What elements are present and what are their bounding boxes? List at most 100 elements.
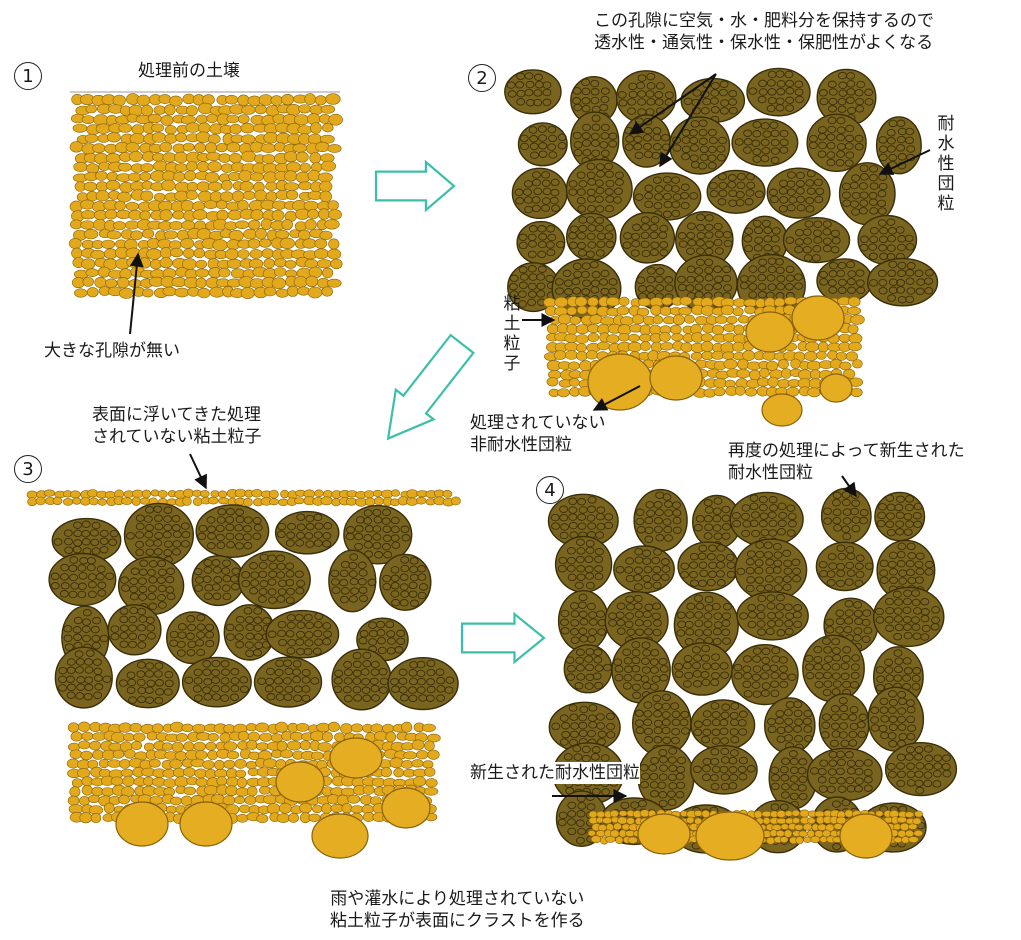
clay-particle	[605, 835, 616, 843]
clay-particle	[183, 488, 194, 498]
clay-particle	[141, 489, 151, 499]
clay-particle	[93, 219, 107, 231]
clay-particle	[80, 750, 93, 761]
clay-particle	[659, 332, 671, 342]
clay-particle	[627, 836, 638, 844]
water-stable-aggregate	[818, 693, 870, 755]
water-stable-aggregate	[379, 553, 432, 611]
clay-particle	[827, 350, 839, 360]
clay-particle	[416, 749, 429, 760]
clay-particle	[314, 238, 328, 249]
clay-particle	[147, 113, 162, 124]
clay-particle	[295, 208, 310, 220]
water-stable-aggregate	[565, 158, 633, 220]
clay-particle	[325, 93, 341, 105]
clay-particle	[307, 169, 321, 182]
clay-particle	[117, 191, 132, 203]
clay-particle	[69, 786, 81, 798]
clay-particle	[119, 759, 131, 769]
clay-particle	[192, 209, 208, 220]
clay-particle	[238, 170, 253, 182]
clay-particle	[275, 288, 290, 298]
clay-particle	[139, 497, 151, 505]
clay-particle	[141, 104, 154, 117]
clay-particle	[186, 190, 198, 201]
clay-particle	[639, 333, 652, 343]
clay-particle	[71, 778, 83, 788]
clay-particle	[269, 498, 279, 506]
aggregate-body	[677, 541, 739, 592]
clay-particle	[207, 496, 219, 505]
clay-particle	[904, 811, 915, 818]
clay-particle	[246, 760, 257, 770]
clay-particle	[234, 795, 245, 805]
clay-particle	[229, 123, 242, 135]
panel-2-label-aggregate: 耐水性団粒	[937, 114, 955, 214]
clay-particle	[723, 323, 736, 332]
clay-particle	[795, 836, 804, 845]
clay-particle	[586, 305, 599, 316]
clay-particle	[575, 324, 590, 335]
clay-particle	[331, 498, 341, 507]
clay-particle	[390, 489, 400, 497]
clay-particle	[81, 784, 93, 796]
clay-particle	[170, 796, 182, 806]
clay-particle	[236, 777, 248, 788]
clay-particle	[374, 730, 388, 741]
clay-particle	[543, 297, 557, 308]
clay-particle	[195, 277, 207, 289]
untreated-aggregate	[745, 311, 795, 353]
clay-particle	[294, 497, 305, 505]
clay-particle	[791, 817, 801, 824]
water-stable-aggregate	[764, 697, 816, 754]
water-stable-aggregate	[115, 658, 180, 709]
clay-particle	[194, 142, 206, 153]
clay-particle	[273, 258, 287, 268]
clay-particle	[913, 829, 923, 837]
clay-particle	[52, 496, 63, 506]
clay-particle	[714, 315, 728, 324]
clay-particle	[89, 740, 101, 751]
clay-particle	[319, 230, 333, 240]
clay-particle	[260, 143, 277, 153]
clay-particle	[326, 278, 342, 288]
clay-particle	[307, 286, 323, 299]
clay-particle	[327, 144, 342, 153]
panel-2-label-clay: 粘土粒子	[503, 294, 521, 374]
clay-particle	[248, 219, 261, 230]
clay-particle	[159, 141, 173, 153]
clay-particle	[237, 114, 250, 124]
clay-particle	[132, 489, 144, 498]
clay-particle	[200, 490, 210, 498]
clay-particle	[601, 817, 613, 824]
clay-particle	[852, 359, 863, 369]
clay-particle	[904, 829, 914, 838]
clay-particle	[283, 151, 298, 163]
water-stable-aggregate	[195, 504, 270, 558]
clay-particle	[161, 179, 176, 192]
clay-particle	[425, 778, 438, 788]
clay-particle	[240, 122, 255, 134]
clay-particle	[67, 722, 80, 733]
clay-particle	[183, 786, 197, 796]
clay-particle	[605, 296, 621, 307]
clay-particle	[214, 769, 228, 778]
water-stable-aggregate	[511, 167, 568, 220]
clay-particle	[81, 258, 96, 270]
clay-particle	[196, 161, 210, 172]
clay-particle	[322, 122, 334, 133]
clay-particle	[91, 786, 104, 797]
clay-particle	[297, 286, 310, 296]
clay-particle	[85, 268, 99, 278]
clay-particle	[693, 810, 703, 817]
clay-particle	[239, 181, 254, 192]
clay-particle	[183, 741, 195, 752]
water-stable-aggregate	[265, 609, 340, 659]
clay-particle	[205, 741, 217, 751]
clay-particle	[209, 286, 225, 298]
clay-particle	[87, 489, 99, 498]
clay-particle	[218, 153, 231, 163]
clay-particle	[744, 387, 758, 397]
clay-particle	[125, 220, 140, 230]
clay-particle	[299, 740, 311, 751]
